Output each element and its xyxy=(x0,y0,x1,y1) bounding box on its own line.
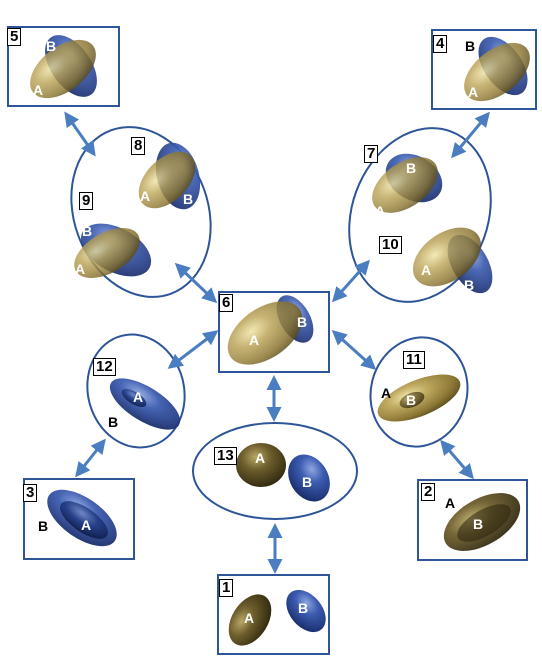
state-number-11: 11 xyxy=(403,351,425,369)
ellipsoid-pair-5 xyxy=(30,35,97,99)
label-a-state-12: A xyxy=(133,389,144,405)
frame-state-12 xyxy=(86,333,186,449)
label-b-state-11: B xyxy=(406,392,417,408)
label-a-state-6: A xyxy=(249,332,260,348)
label-a-state-1: A xyxy=(244,610,255,626)
arrow-9-6 xyxy=(174,262,218,304)
frame-state-3 xyxy=(23,478,135,560)
label-a-state-4: A xyxy=(468,84,479,100)
ellipsoid-pair-8 xyxy=(138,142,201,210)
state-number-6: 6 xyxy=(219,294,234,312)
state-number-13: 13 xyxy=(214,447,237,465)
label-a-state-2: A xyxy=(445,495,456,511)
state-number-3: 3 xyxy=(23,484,38,502)
label-a-state-13: A xyxy=(255,450,266,466)
arrow-12-6 xyxy=(167,330,219,369)
label-b-state-2: B xyxy=(473,516,484,532)
label-a-state-8: A xyxy=(140,188,151,204)
label-b-state-9: B xyxy=(82,223,93,239)
label-b-state-7: B xyxy=(406,160,417,176)
frame-state-5 xyxy=(7,26,120,107)
label-b-state-3: B xyxy=(38,518,49,534)
ellipsoid-pair-10 xyxy=(412,227,493,294)
label-a-state-11: A xyxy=(381,385,392,401)
state-number-5: 5 xyxy=(7,28,22,46)
label-a-state-9: A xyxy=(75,261,86,277)
label-b-state-12: B xyxy=(108,414,119,430)
label-a-state-5: A xyxy=(33,82,44,98)
frame-state-11 xyxy=(369,336,469,448)
label-b-state-4: B xyxy=(465,38,476,54)
frame-state-13 xyxy=(192,422,358,520)
ellipsoid-pair-12 xyxy=(109,378,181,430)
label-a-state-10: A xyxy=(421,262,432,278)
ellipsoid-pair-7 xyxy=(372,153,443,213)
state-number-9: 9 xyxy=(79,192,94,210)
arrow-7-6 xyxy=(331,259,371,303)
arrow-5-9 xyxy=(64,111,96,157)
ellipsoid-pair-4 xyxy=(464,36,530,102)
arrow-11-2 xyxy=(440,439,474,480)
label-b-state-5: B xyxy=(46,38,57,54)
frame-state-1 xyxy=(217,574,330,655)
state-number-12: 12 xyxy=(93,358,116,376)
state-number-7: 7 xyxy=(364,145,379,163)
arrow-11-6 xyxy=(331,329,377,371)
frame-state-2 xyxy=(417,479,528,561)
state-number-10: 10 xyxy=(379,236,402,254)
ellipsoid-pair-3 xyxy=(47,489,117,547)
ellipsoid-pair-11 xyxy=(377,374,461,422)
label-b-state-6: B xyxy=(297,314,308,330)
label-b-state-10: B xyxy=(464,277,475,293)
label-b-state-8: B xyxy=(183,191,194,207)
state-number-1: 1 xyxy=(219,579,234,597)
ellipsoid-pair-9 xyxy=(74,223,152,278)
state-number-2: 2 xyxy=(421,483,436,501)
frame-group-8-9 xyxy=(70,126,212,298)
arrow-12-3 xyxy=(75,438,106,478)
label-a-state-3: A xyxy=(81,517,92,533)
arrow-4-7 xyxy=(451,111,490,159)
label-b-state-13: B xyxy=(302,474,313,490)
state-number-8: 8 xyxy=(131,137,146,155)
ellipsoid-pair-13 xyxy=(236,443,330,502)
frame-state-4 xyxy=(431,29,537,110)
ellipsoid-pair-1 xyxy=(228,589,326,646)
state-number-4: 4 xyxy=(433,35,448,53)
frame-state-6 xyxy=(218,291,330,373)
ellipsoid-pair-6 xyxy=(227,295,314,365)
label-b-state-1: B xyxy=(298,600,309,616)
ellipsoid-pair-2 xyxy=(443,493,521,551)
label-a-state-7: A xyxy=(375,203,386,219)
frame-group-7-10 xyxy=(348,127,492,303)
